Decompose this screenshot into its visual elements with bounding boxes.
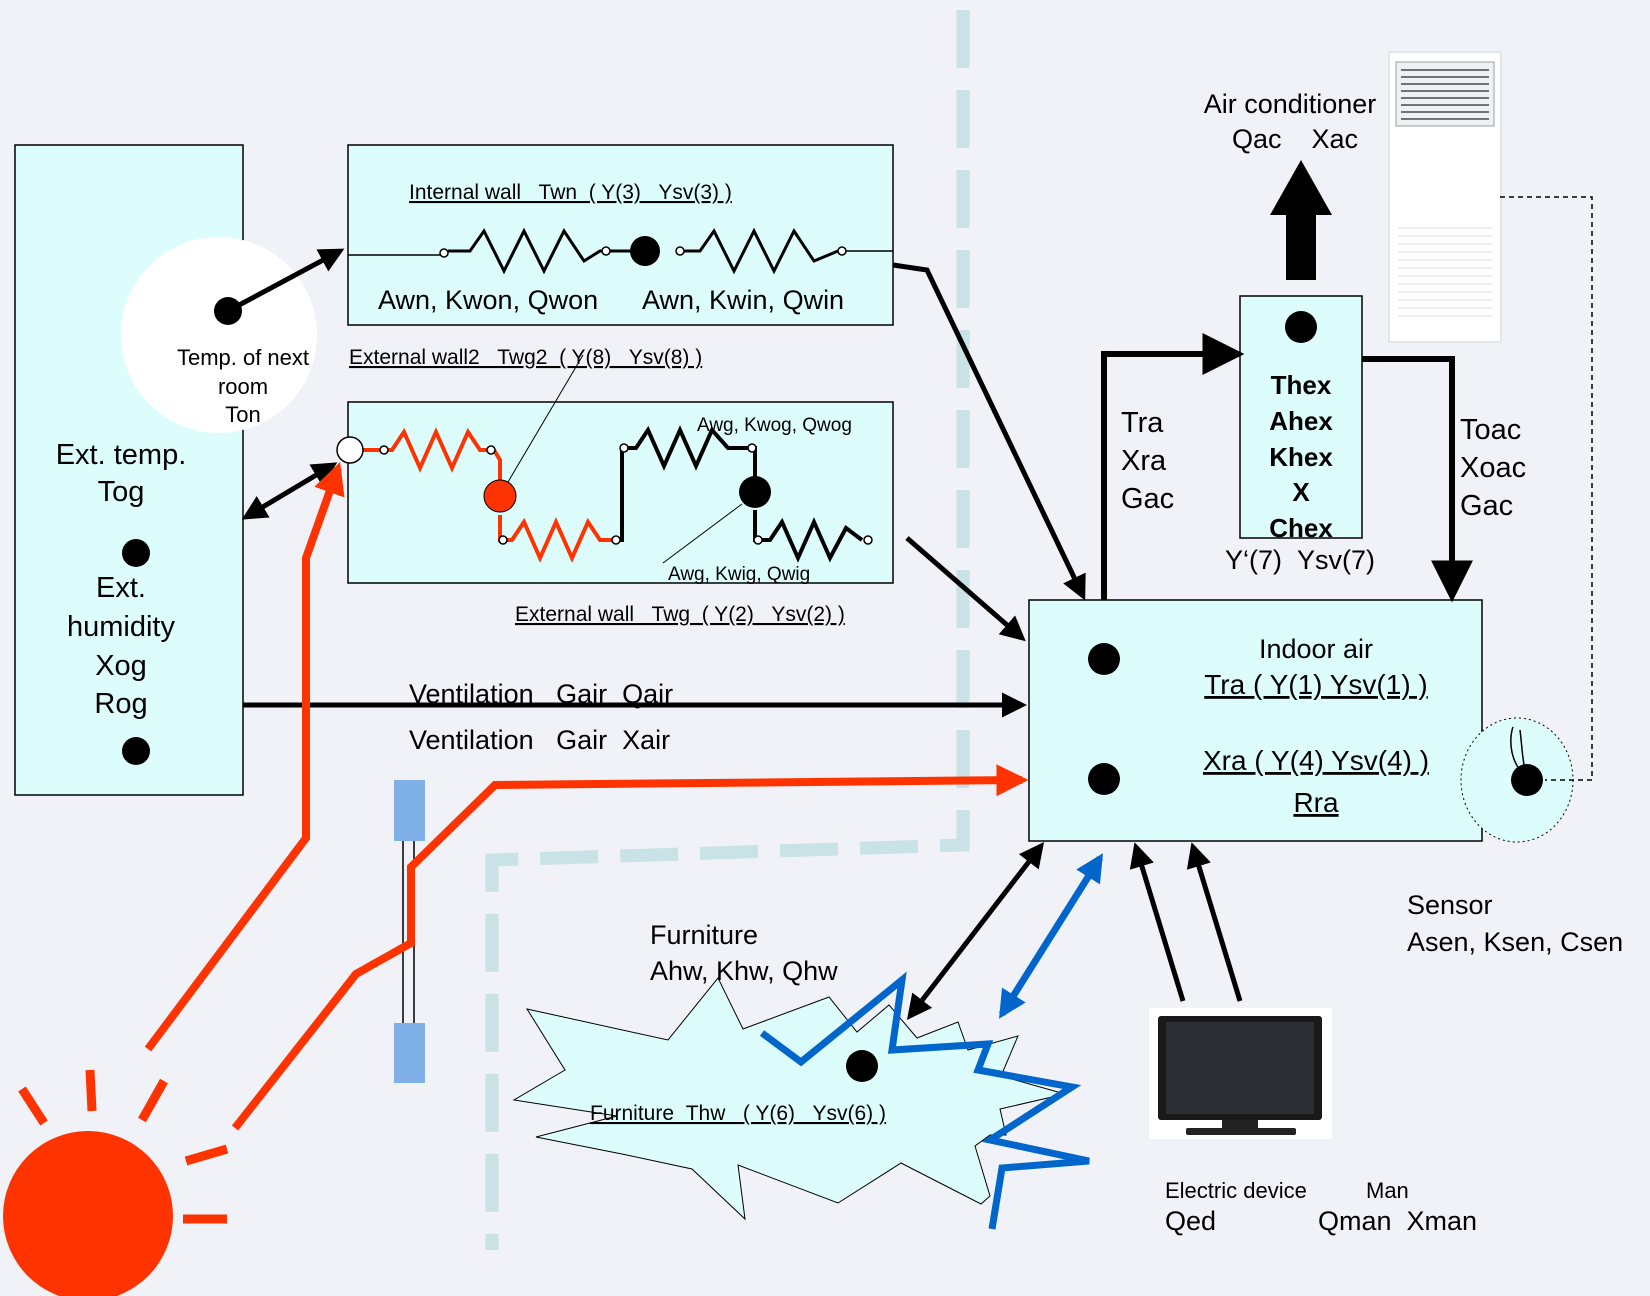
internal-wall-to-indoor-arrow — [892, 262, 1086, 601]
air-conditioner-unit — [1388, 51, 1502, 343]
svg-text:X: X — [1292, 477, 1310, 507]
external-wall-leader — [662, 503, 743, 564]
solar-to-external-wall-arrow — [144, 461, 345, 1052]
furniture-moisture-arrow — [999, 853, 1103, 1019]
svg-text:Gac: Gac — [1121, 483, 1174, 515]
supply-air-arrow — [1362, 356, 1473, 603]
internal-wall-title: Internal wall Twn ( Y(3) Ysv(3) ) — [409, 181, 732, 204]
external-wall-terminals — [379, 443, 873, 545]
external-wall-outer-params: Awg, Kwog, Qwog — [697, 415, 852, 436]
svg-text:Xoac: Xoac — [1460, 452, 1526, 484]
heat-exchanger-node — [1285, 311, 1317, 343]
electric-device-arrow — [1129, 842, 1186, 1002]
ext-temp-label-1: Ext. temp. — [56, 439, 187, 471]
heat-exchanger-ysv: Y‘(7) Ysv(7) — [1225, 545, 1375, 575]
electric-device-tv — [1149, 1008, 1332, 1139]
electric-device-value: Qed — [1165, 1206, 1216, 1236]
ventilation-humidity-label: Ventilation Gair Xair — [409, 725, 670, 755]
ext-humidity-node — [122, 737, 150, 765]
furniture-label-2: Ahw, Khw, Qhw — [650, 956, 838, 986]
solar-through-window-arrow — [231, 764, 1029, 1131]
supply-air-labels: Toac Xoac Gac — [1460, 414, 1526, 522]
window-glazing — [394, 780, 425, 1083]
external-wall2-leader — [507, 354, 584, 483]
indoor-temp-node — [1088, 643, 1120, 675]
next-room-label-3: Ton — [225, 402, 260, 427]
svg-text:Chex: Chex — [1269, 513, 1333, 543]
next-room-label-1: Temp. of next — [177, 345, 309, 370]
air-conditioner-output-arrow — [1270, 160, 1332, 280]
man-arrow — [1186, 842, 1243, 1002]
svg-text:Ahex: Ahex — [1269, 406, 1333, 436]
ext-humidity-label-2: humidity — [67, 611, 175, 643]
indoor-air-rra: Rra — [1293, 787, 1339, 818]
sensor-label-2: Asen, Ksen, Csen — [1407, 927, 1623, 957]
indoor-air-box — [1028, 599, 1483, 842]
indoor-air-title: Indoor air — [1259, 634, 1373, 664]
indoor-humidity-node — [1088, 763, 1120, 795]
next-room-label-2: room — [218, 374, 268, 399]
internal-wall-params-left: Awn, Kwon, Qwon — [378, 285, 598, 315]
room-boundary-dashed — [485, 10, 970, 1250]
sensor-control-line — [1500, 196, 1593, 781]
return-air-arrow — [1101, 333, 1245, 600]
ext-humidity-label-4: Rog — [94, 688, 147, 720]
return-air-labels: Tra Xra Gac — [1121, 407, 1174, 515]
external-wall2-node — [483, 479, 517, 513]
external-wall-title: External wall Twg ( Y(2) Ysv(2) ) — [515, 603, 845, 626]
svg-text:Toac: Toac — [1460, 414, 1521, 446]
furniture-title: Furniture Thw ( Y(6) Ysv(6) ) — [590, 1102, 886, 1125]
ext-humidity-label-1: Ext. — [96, 572, 146, 604]
sensor-node — [1511, 764, 1543, 796]
sun-icon — [3, 1069, 229, 1296]
svg-text:Tra: Tra — [1121, 407, 1164, 439]
svg-text:Xra: Xra — [1121, 445, 1167, 477]
air-conditioner-label-1: Air conditioner — [1204, 89, 1377, 119]
furniture-heat-arrow — [906, 842, 1045, 1020]
man-label: Man — [1366, 1178, 1409, 1203]
external-wall-inner-params: Awg, Kwig, Qwig — [668, 564, 810, 585]
ext-humidity-label-3: Xog — [95, 650, 147, 682]
internal-wall-terminals — [439, 246, 847, 258]
next-room-to-internal-wall-arrow — [226, 248, 345, 314]
external-wall-node — [739, 476, 771, 508]
svg-text:Thex: Thex — [1271, 370, 1332, 400]
black-arrows — [226, 248, 1243, 1020]
furniture-shape — [512, 977, 1066, 1221]
external-wall-outer-surface-node — [336, 436, 364, 464]
heat-exchanger-params: Thex Ahex Khex X Chex — [1269, 370, 1333, 543]
internal-wall-box — [347, 144, 894, 326]
next-room-circle — [121, 237, 317, 433]
air-conditioner-label-2: Qac Xac — [1232, 124, 1358, 154]
furniture-blue-edge — [759, 971, 1090, 1230]
ext-temp-label-2: Tog — [98, 476, 145, 508]
electric-device-label: Electric device — [1165, 1178, 1307, 1203]
svg-text:Gac: Gac — [1460, 490, 1513, 522]
svg-text:Khex: Khex — [1269, 442, 1333, 472]
external-wall-to-indoor-arrow — [905, 536, 1026, 642]
internal-wall-node — [630, 236, 660, 266]
external-wall2-title: External wall2 Twg2 ( Y(8) Ysv(8) ) — [349, 346, 702, 369]
internal-wall-params-right: Awn, Kwin, Qwin — [642, 285, 844, 315]
furniture-label-1: Furniture — [650, 920, 758, 950]
indoor-air-tra: Tra ( Y(1) Ysv(1) ) — [1204, 669, 1428, 700]
man-value: Qman Xman — [1318, 1206, 1477, 1236]
indoor-air-xra: Xra ( Y(4) Ysv(4) ) — [1203, 745, 1429, 776]
internal-wall-circuit — [348, 227, 893, 275]
furniture-node — [846, 1050, 878, 1082]
sensor-label-1: Sensor — [1407, 890, 1493, 920]
ext-temp-node — [122, 539, 150, 567]
